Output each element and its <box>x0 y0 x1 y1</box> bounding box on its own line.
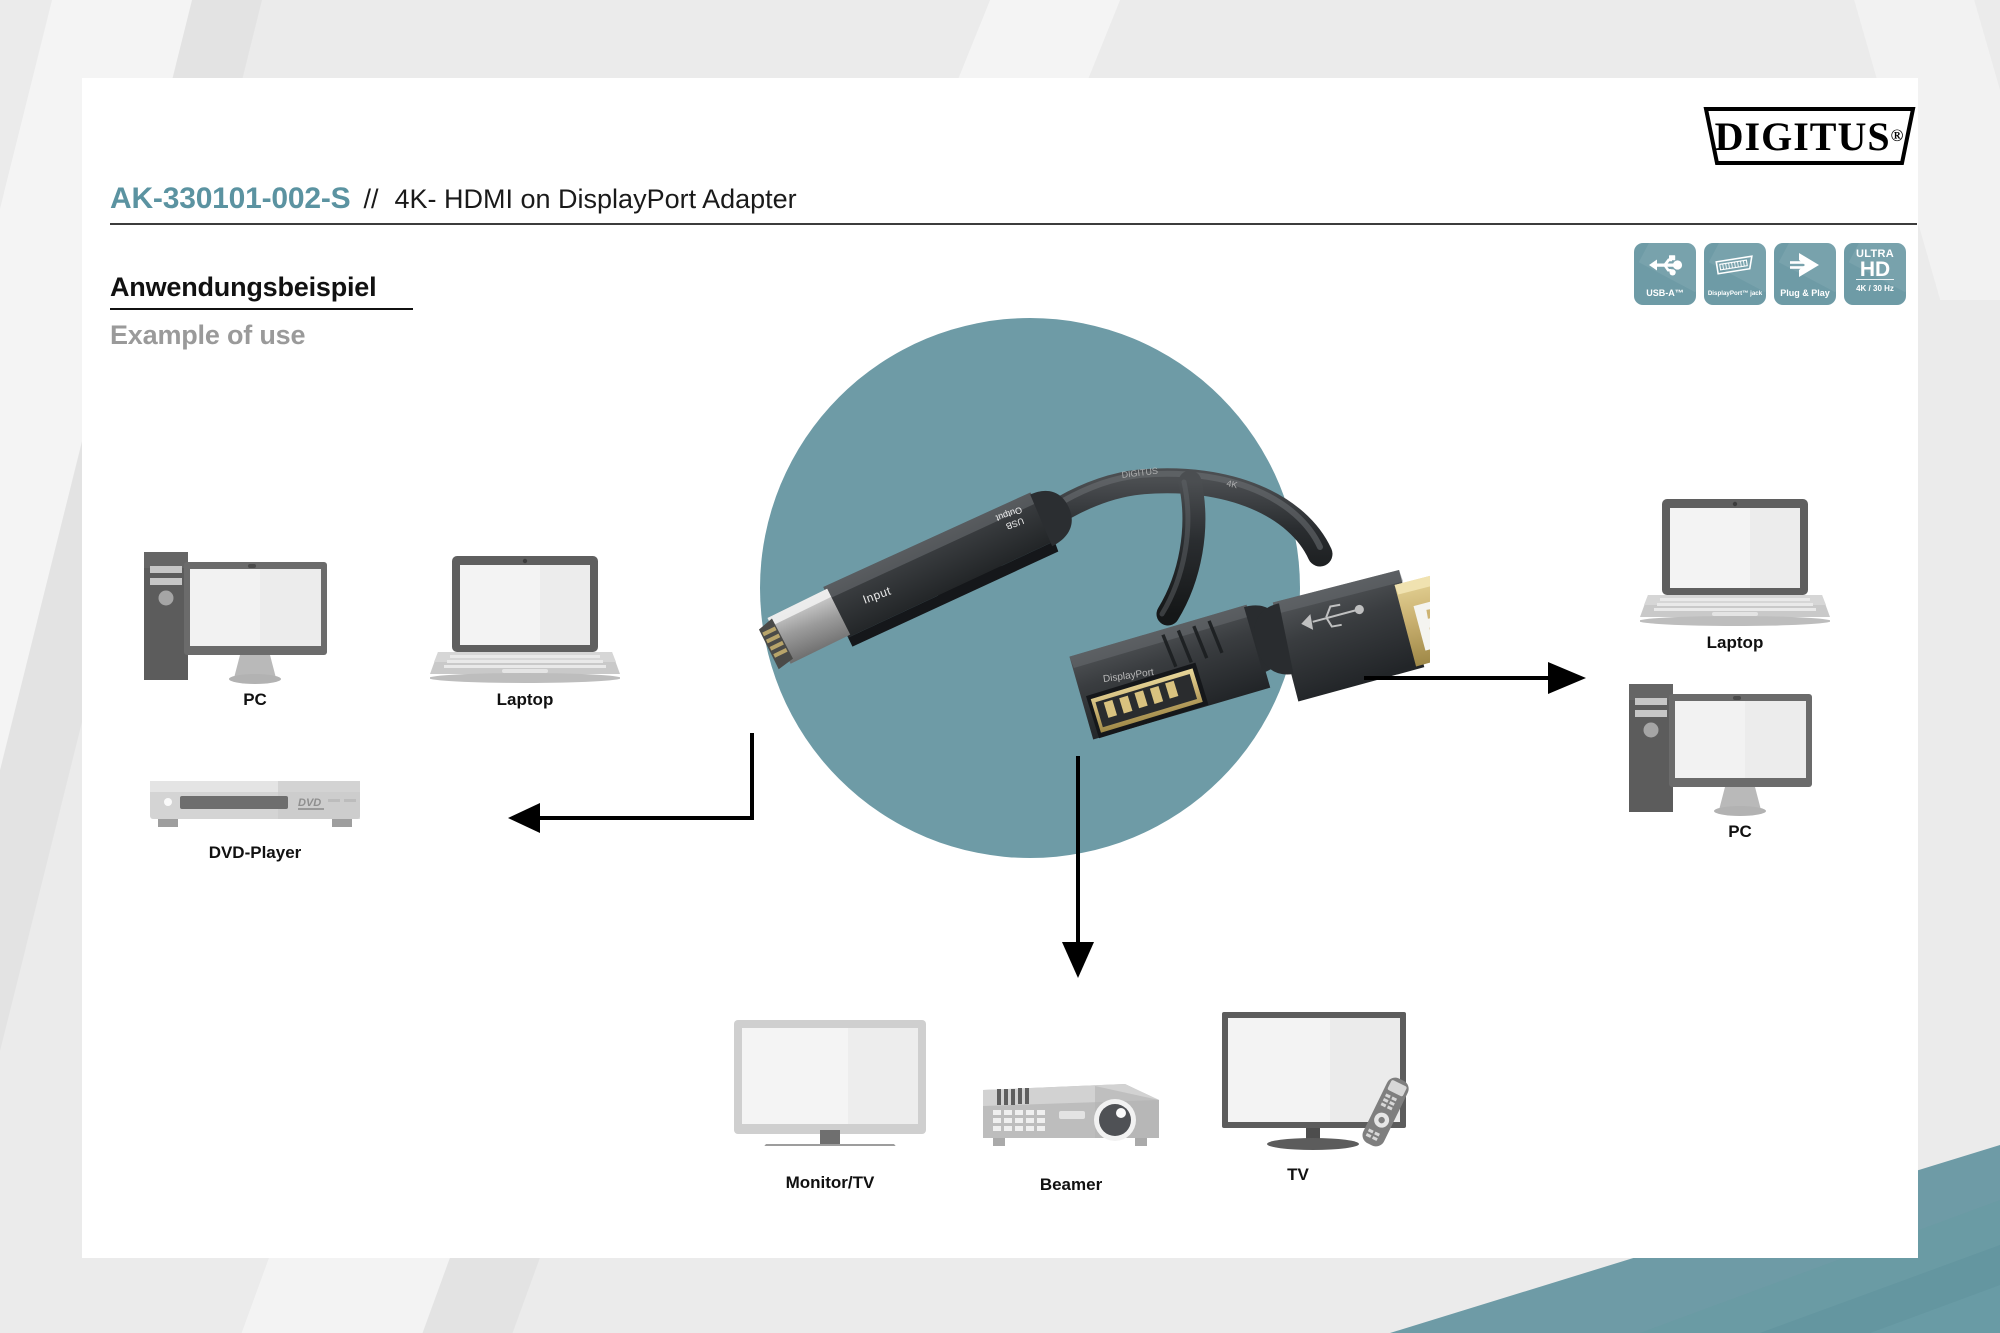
device-dvd-player: DVD DVD-Player <box>146 775 364 895</box>
section-heading-en: Example of use <box>110 320 306 350</box>
ultra-hd-line1: ULTRA <box>1856 247 1894 260</box>
laptop-icon <box>429 556 621 683</box>
projector-icon <box>983 1084 1159 1146</box>
badge-usb-a-label: USB-A™ <box>1646 288 1684 298</box>
section-heading-underline <box>110 308 413 310</box>
badge-displayport-jack: DisplayPort™ jack <box>1704 243 1766 305</box>
desktop-pc-icon <box>1629 684 1812 816</box>
displayport-jack-icon <box>1704 248 1766 282</box>
svg-text:4K: 4K <box>1226 478 1239 490</box>
usb-trident-icon <box>1634 248 1696 282</box>
device-dvd-player-label: DVD-Player <box>208 843 302 862</box>
digitus-logo: DIGITUS® <box>1702 105 1917 167</box>
badge-plug-and-play-label: Plug & Play <box>1780 288 1830 298</box>
product-title-row: AK-330101-002-S // 4K- HDMI on DisplayPo… <box>110 182 1917 225</box>
play-arrow-icon <box>1774 248 1836 282</box>
section-heading-de: Anwendungsbeispiel <box>110 272 377 302</box>
badge-plug-and-play: Plug & Play <box>1774 243 1836 305</box>
product-sku: AK-330101-002-S <box>110 182 351 215</box>
device-beamer-label: Beamer <box>1039 1175 1103 1194</box>
arrow-to-sources <box>508 733 754 833</box>
logo-brand-text: DIGITUS <box>1714 113 1891 159</box>
device-laptop-right: Laptop <box>1639 495 1831 655</box>
desktop-pc-icon <box>144 552 327 684</box>
hdmi-to-displayport-adapter-product: DIGITUS 4K Input USB Output <box>758 466 1430 740</box>
product-description: 4K- HDMI on DisplayPort Adapter <box>394 184 797 214</box>
ultra-hd-line2: HD <box>1859 257 1891 281</box>
laptop-icon <box>1639 499 1831 626</box>
device-tv-label: TV <box>1287 1165 1309 1184</box>
product-hero: DIGITUS 4K Input USB Output <box>758 318 1430 858</box>
device-pc-right-label: PC <box>1728 822 1752 841</box>
device-beamer: Beamer <box>975 1062 1167 1194</box>
title-separator: // <box>363 184 379 214</box>
badge-ultra-hd-label: 4K / 30 Hz <box>1856 279 1894 300</box>
tv-icon <box>1222 1012 1409 1150</box>
badge-usb-a: USB-A™ <box>1634 243 1696 305</box>
title-divider <box>110 223 1917 225</box>
monitor-icon <box>734 1020 926 1156</box>
arrow-to-targets <box>1364 662 1586 694</box>
ultra-hd-icon: ULTRA HD <box>1844 246 1906 282</box>
logo-wordmark: DIGITUS® <box>1714 113 1905 159</box>
device-pc-left: PC <box>140 548 370 718</box>
badge-ultra-hd: ULTRA HD 4K / 30 Hz <box>1844 243 1906 305</box>
logo-frame-icon <box>1703 107 1916 165</box>
device-laptop-left-label: Laptop <box>496 690 554 709</box>
feature-badge-row: USB-A™ DisplayPort™ jack <box>1634 243 1906 305</box>
svg-text:DIGITUS: DIGITUS <box>1121 466 1158 480</box>
device-monitor-tv: Monitor/TV <box>730 1018 930 1192</box>
svg-text:DVD: DVD <box>298 797 321 809</box>
dvd-player-icon: DVD <box>150 781 360 827</box>
device-tv: TV <box>1218 1010 1418 1184</box>
device-laptop-left: Laptop <box>429 552 621 722</box>
device-monitor-tv-label: Monitor/TV <box>785 1173 875 1192</box>
device-pc-left-label: PC <box>243 690 267 709</box>
device-pc-right: PC <box>1625 680 1855 860</box>
arrow-to-displays <box>1062 756 1094 978</box>
device-laptop-right-label: Laptop <box>1706 633 1764 652</box>
badge-displayport-jack-label: DisplayPort™ jack <box>1707 290 1763 297</box>
